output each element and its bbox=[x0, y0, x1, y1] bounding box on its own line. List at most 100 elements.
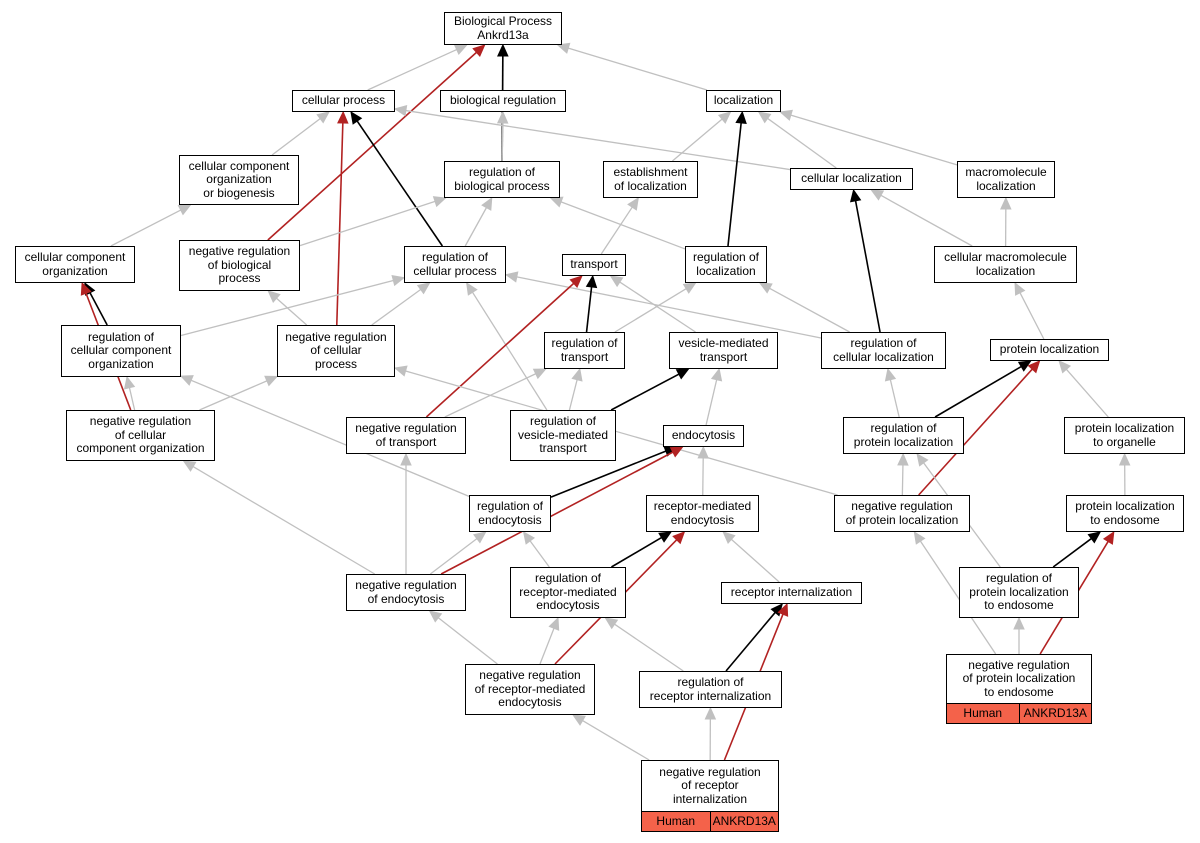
edge-rloc-to-loc bbox=[727, 122, 742, 247]
node-cloc[interactable]: cellular localization bbox=[790, 168, 913, 190]
arrowhead-eloc-to-loc bbox=[717, 111, 732, 124]
arrowhead-cmloc-to-cloc bbox=[870, 189, 885, 201]
edge-nrtr-to-rtr bbox=[444, 373, 536, 418]
node-nrrme[interactable]: negative regulation of receptor-mediated… bbox=[465, 664, 595, 715]
node-plorg[interactable]: protein localization to organelle bbox=[1064, 417, 1185, 454]
arrowhead-nrendo-to-endo bbox=[669, 446, 684, 458]
node-br[interactable]: biological regulation bbox=[440, 90, 566, 112]
arrowhead-nrri-to-nrrme bbox=[572, 714, 586, 726]
node-cco[interactable]: cellular component organization bbox=[15, 246, 135, 283]
arrowhead-ccob-to-cp bbox=[316, 111, 330, 124]
node-rri[interactable]: regulation of receptor internalization bbox=[639, 671, 782, 708]
arrowhead-nrrme-to-rme bbox=[672, 531, 686, 545]
node-vmt[interactable]: vesicle-mediated transport bbox=[669, 332, 778, 369]
node-ploc[interactable]: protein localization bbox=[990, 339, 1109, 361]
edge-nrplend-to-nrploc bbox=[919, 540, 997, 655]
node-rbp[interactable]: regulation of biological process bbox=[444, 161, 560, 198]
edge-rcp-to-rbp bbox=[464, 207, 488, 247]
arrowhead-nrcco-to-nrcp bbox=[264, 375, 279, 387]
gene-tag: ANKRD13A bbox=[709, 812, 779, 831]
node-mloc[interactable]: macromolecule localization bbox=[957, 161, 1055, 198]
node-tr[interactable]: transport bbox=[562, 254, 626, 276]
edge-rri-to-ri bbox=[725, 611, 776, 672]
node-rplend[interactable]: regulation of protein localization to en… bbox=[959, 567, 1079, 618]
edge-nrcp-to-cp bbox=[335, 122, 344, 326]
node-rme[interactable]: receptor-mediated endocytosis bbox=[646, 495, 759, 532]
node-endo[interactable]: endocytosis bbox=[663, 425, 744, 447]
nrplend-annotation: Human ANKRD13A bbox=[947, 703, 1091, 723]
arrowhead-nrcco-to-cco bbox=[80, 281, 92, 296]
node-nrtr[interactable]: negative regulation of transport bbox=[346, 417, 466, 454]
arrowhead-nrcco-to-rcco bbox=[123, 375, 136, 390]
edge-rcloc-to-cloc bbox=[854, 200, 881, 333]
arrowhead-rcloc-to-cloc bbox=[849, 188, 862, 203]
node-rendo[interactable]: regulation of endocytosis bbox=[469, 495, 551, 532]
node-plend[interactable]: protein localization to endosome bbox=[1066, 495, 1184, 532]
arrowhead-nrtr-to-rtr bbox=[532, 368, 547, 380]
arrowhead-cco-to-ccob bbox=[177, 204, 192, 216]
node-rcloc[interactable]: regulation of cellular localization bbox=[821, 332, 946, 369]
node-nrcp[interactable]: negative regulation of cellular process bbox=[277, 325, 395, 377]
arrowhead-rloc-to-loc bbox=[735, 110, 747, 125]
node-loc[interactable]: localization bbox=[706, 90, 781, 112]
arrowhead-plend-to-plorg bbox=[1118, 452, 1131, 466]
arrowhead-rbp-to-bp bbox=[497, 43, 509, 57]
node-cp[interactable]: cellular process bbox=[292, 90, 395, 112]
edge-nrendo-to-rendo bbox=[429, 538, 478, 575]
arrowhead-rrme-to-rendo bbox=[522, 531, 536, 545]
node-nrploc[interactable]: negative regulation of protein localizat… bbox=[834, 495, 970, 532]
arrowhead-nrplend-to-rplend bbox=[1013, 616, 1025, 630]
node-nrbp[interactable]: negative regulation of biological proces… bbox=[179, 240, 300, 291]
edge-nrploc-to-nrcp bbox=[405, 370, 838, 496]
node-nrcco[interactable]: negative regulation of cellular componen… bbox=[66, 410, 215, 461]
node-rtr[interactable]: regulation of transport bbox=[544, 332, 625, 369]
node-nrri[interactable]: negative regulation of receptor internal… bbox=[641, 760, 779, 832]
edge-rploc-to-ploc bbox=[934, 365, 1022, 418]
arrowhead-cmloc-to-mloc bbox=[1000, 196, 1012, 210]
node-rploc[interactable]: regulation of protein localization bbox=[843, 417, 964, 454]
edge-rvmt-to-rtr bbox=[568, 379, 578, 411]
node-cmloc[interactable]: cellular macromolecule localization bbox=[934, 246, 1077, 283]
nrri-annotation: Human ANKRD13A bbox=[642, 811, 778, 831]
node-ccob[interactable]: cellular component organization or bioge… bbox=[179, 155, 299, 205]
arrowhead-rrme-to-rme bbox=[658, 531, 673, 543]
arrowhead-rcp-to-cp bbox=[350, 111, 363, 125]
edge-plorg-to-ploc bbox=[1065, 368, 1109, 418]
edge-rploc-to-rcloc bbox=[889, 379, 900, 418]
arrowhead-nrendo-to-nrcco bbox=[182, 460, 197, 472]
arrowhead-nrbp-to-bp bbox=[472, 44, 486, 57]
node-nrplend[interactable]: negative regulation of protein localizat… bbox=[946, 654, 1092, 724]
edge-ri-to-rme bbox=[730, 538, 780, 583]
node-bp[interactable]: Biological Process Ankrd13a bbox=[444, 12, 562, 45]
arrowhead-endo-to-vmt bbox=[710, 367, 723, 382]
arrowhead-mloc-to-loc bbox=[779, 109, 793, 121]
arrowhead-rendo-to-rcco bbox=[179, 375, 194, 386]
arrowhead-nrploc-to-nrcp bbox=[393, 365, 408, 377]
arrowhead-rbp-to-br bbox=[496, 110, 509, 124]
arrowhead-rcco-to-rcp bbox=[391, 274, 406, 287]
edge-rcloc-to-rcp bbox=[516, 276, 822, 339]
node-rcp[interactable]: regulation of cellular process bbox=[404, 246, 506, 283]
arrowhead-nrploc-to-rploc bbox=[897, 452, 909, 466]
edge-nrendo-to-nrcco bbox=[192, 466, 376, 575]
arrowhead-nrri-to-ri bbox=[777, 602, 789, 617]
node-eloc[interactable]: establishment of localization bbox=[603, 161, 698, 198]
edge-endo-to-vmt bbox=[705, 379, 718, 426]
node-rrme[interactable]: regulation of receptor-mediated endocyto… bbox=[510, 567, 626, 618]
node-rvmt[interactable]: regulation of vesicle-mediated transport bbox=[510, 410, 616, 461]
arrowhead-loc-to-bp bbox=[556, 42, 571, 54]
arrowhead-nrri-to-rri bbox=[704, 706, 717, 720]
edge-rcco-to-cco bbox=[89, 292, 108, 326]
node-ri[interactable]: receptor internalization bbox=[721, 582, 862, 604]
edge-eloc-to-loc bbox=[671, 118, 723, 162]
node-rcco[interactable]: regulation of cellular component organiz… bbox=[61, 325, 181, 377]
edge-rrme-to-rendo bbox=[529, 540, 550, 568]
arrowhead-nrplend-to-nrploc bbox=[913, 530, 926, 545]
node-rloc[interactable]: regulation of localization bbox=[685, 246, 767, 283]
species-tag: Human bbox=[656, 813, 696, 828]
edge-rvmt-to-rcp bbox=[472, 291, 548, 411]
node-nrendo[interactable]: negative regulation of endocytosis bbox=[346, 574, 466, 611]
edge-cco-to-ccob bbox=[110, 209, 181, 247]
